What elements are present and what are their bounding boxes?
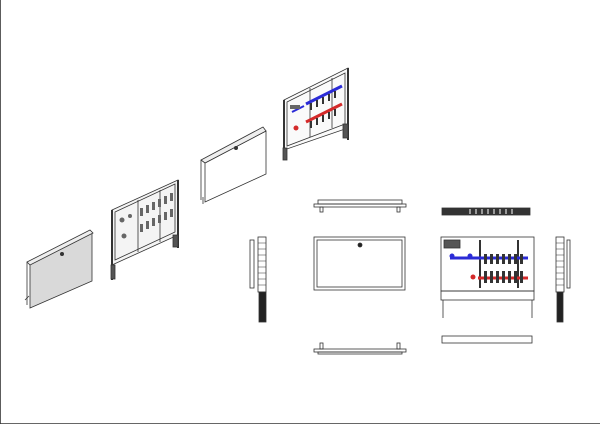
cabinet-side-view-left <box>249 236 267 323</box>
cover-top-view <box>313 199 407 213</box>
iso-cover-closed <box>24 229 94 309</box>
manifold-front-view <box>440 236 535 318</box>
manifold-bottom-view <box>441 335 533 344</box>
cabinet-side-view-right <box>555 236 571 323</box>
manifold-top-view <box>441 207 531 216</box>
iso-cabinet-colored <box>282 67 349 161</box>
iso-cover-front <box>200 126 267 204</box>
cover-front-view <box>313 236 406 291</box>
iso-cabinet-with-manifold <box>110 179 179 280</box>
cover-bottom-view <box>313 342 407 355</box>
